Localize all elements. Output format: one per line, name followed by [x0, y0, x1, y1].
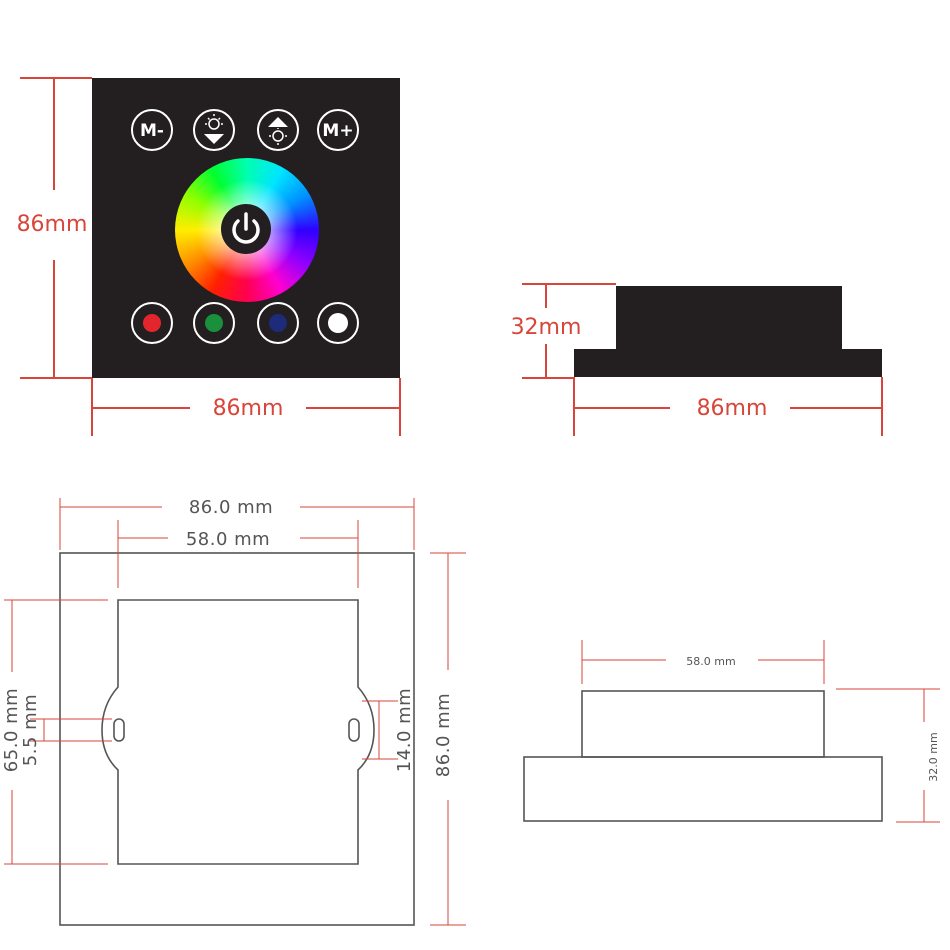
right-mounting-hole	[348, 718, 360, 742]
green-button[interactable]	[193, 302, 235, 344]
power-icon	[232, 212, 260, 244]
back-right-hole-dimension	[362, 700, 398, 760]
side-width-dimension	[573, 377, 883, 436]
back-left-height-dimension	[4, 599, 112, 865]
m-minus-label: M-	[140, 121, 164, 141]
side-drawing-width-dimension	[581, 640, 825, 684]
back-inner-width-label: 58.0 mm	[186, 529, 270, 550]
back-drawing: 86.0 mm 58.0 mm 65.0 mm 5.5 mm 14.0 mm	[1, 497, 466, 926]
brightness-up-icon	[268, 117, 288, 145]
brightness-up-button[interactable]	[257, 109, 299, 151]
side-drawing: 58.0 mm 32.0 mm	[523, 640, 940, 823]
back-outer-frame	[59, 552, 415, 926]
brightness-down-button[interactable]	[193, 109, 235, 151]
front-height-dimension	[20, 77, 92, 379]
side-body	[616, 286, 842, 352]
front-view: 86mm 86mm M-	[17, 77, 401, 436]
side-view: 32mm 86mm	[511, 283, 883, 436]
side-base	[574, 349, 882, 377]
back-left-height-label: 65.0 mm	[1, 688, 22, 772]
back-outer-width-label: 86.0 mm	[189, 497, 273, 518]
left-mounting-hole	[113, 718, 125, 742]
back-inner-width-dimension	[117, 520, 359, 588]
right-inner-label: 14.0 mm	[394, 688, 415, 772]
front-width-label: 86mm	[213, 396, 284, 421]
side-drawing-height-label: 32.0 mm	[927, 732, 940, 781]
side-drawing-width-label: 58.0 mm	[686, 655, 735, 668]
m-plus-button[interactable]: M+	[317, 109, 359, 151]
blue-button[interactable]	[257, 302, 299, 344]
right-height-label: 86.0 mm	[433, 693, 454, 777]
m-minus-button[interactable]: M-	[131, 109, 173, 151]
back-right-height-dimension	[430, 552, 466, 926]
front-height-label: 86mm	[17, 212, 88, 237]
side-drawing-height-dimension	[836, 688, 940, 823]
white-button[interactable]	[317, 302, 359, 344]
power-button[interactable]	[221, 204, 271, 254]
red-button[interactable]	[131, 302, 173, 344]
side-width-label: 86mm	[697, 396, 768, 421]
brightness-down-icon	[204, 114, 224, 144]
m-plus-label: M+	[322, 121, 353, 141]
side-height-dimension	[522, 283, 616, 379]
side-drawing-body	[581, 690, 825, 758]
front-width-dimension	[91, 378, 401, 436]
side-drawing-base	[523, 756, 883, 822]
back-outer-width-dimension	[59, 498, 415, 550]
side-height-label: 32mm	[511, 315, 582, 340]
back-inner-frame	[101, 599, 375, 865]
hole-size-label: 5.5 mm	[20, 694, 41, 766]
